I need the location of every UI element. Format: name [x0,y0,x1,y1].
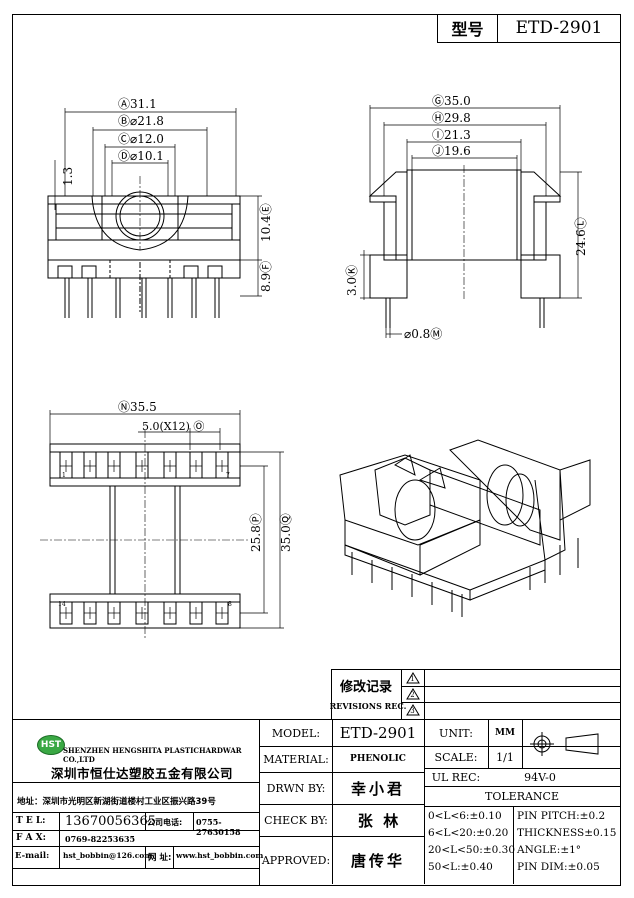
material-label: MATERIAL: [263,752,329,766]
unit-label: UNIT: [439,726,473,740]
email-value: hst_bobbin@126.com [63,851,153,860]
company-logo: HST [37,735,65,755]
tol-right-3: PIN DIM:±0.05 [517,861,600,873]
approved-value: 唐传华 [350,851,405,870]
dim-h: Ⓗ29.8 [432,111,471,125]
ul-value: 94V-0 [524,770,556,784]
dim-d: Ⓓ⌀10.1 [118,149,164,163]
triangle-icon [405,688,420,700]
triangle-icon [405,672,420,684]
dim-b: Ⓑ⌀21.8 [118,114,164,128]
dim-m: ⌀0.8Ⓜ [404,327,442,341]
company-block: HST SHENZHEN HENGSHITA PLASTICHARDWAR CO… [12,719,264,886]
dim-c: Ⓒ⌀12.0 [118,132,164,146]
ul-label: UL REC: [431,770,481,784]
approved-label: APPROVED: [261,853,331,867]
revision-mark-1: 1 [403,671,422,685]
web-label: 网 址: [148,853,172,863]
dim-n: Ⓝ35.5 [118,400,157,414]
projection-symbol-icon [530,732,599,756]
dim-1-3: 1.3 [61,167,75,186]
dim-l: 24.6Ⓛ [574,217,588,256]
model-value: ETD-2901 [339,724,417,742]
tol-right-2: ANGLE:±1° [517,844,582,856]
dim-g: Ⓖ35.0 [432,94,471,108]
tol-left-2: 20<L<50:±0.30 [428,844,516,856]
material-value: PHENOLIC [350,754,406,764]
scale-label: SCALE: [434,750,478,764]
tol-left-0: 0<L<6:±0.10 [428,810,502,822]
dim-a: Ⓐ31.1 [118,97,157,111]
revisions-subtitle: REVISIONS REC. [329,701,407,711]
dim-j: Ⓙ19.6 [432,144,471,158]
dim-e: 10.4Ⓔ [259,203,273,242]
revisions-block: 修改记录 REVISIONS REC. 1 2 3 [329,669,621,720]
company-name-cn: 深圳市恒仕达塑胶五金有限公司 [51,766,234,781]
company-tel-value: 0755-27630158 [196,817,241,837]
company-address: 地址：深圳市光明区新湖街道楼村工业区振兴路39号 [17,797,216,807]
fax-value: 0769-82253635 [65,834,136,844]
header-model-box: 型号 ETD-2901 [437,14,621,43]
tel-label: T E L: [16,816,46,826]
dim-o: 5.0(X12) Ⓞ [142,420,204,433]
pin-label-7: 7 [226,472,230,479]
dim-q: 35.0Ⓠ [279,513,293,552]
fax-label: F A X: [16,833,46,843]
revision-mark-3: 3 [403,703,422,717]
tol-right-0: PIN PITCH:±0.2 [517,810,606,822]
revision-mark-2: 2 [403,687,422,701]
tel-value: 13670056365 [65,814,156,829]
header-model-label: 型号 [438,14,498,42]
tol-right-1: THICKNESS±0.15 [517,827,617,839]
pin-label-1: 1 [62,472,66,479]
web-value: www.hst_bobbin.com [176,851,264,860]
revisions-title: 修改记录 [339,679,392,695]
email-label: E-mail: [15,851,50,861]
dim-i: Ⓘ21.3 [432,128,471,142]
dim-p: 25.8Ⓟ [249,513,263,552]
header-model-value: ETD-2901 [515,18,603,38]
tol-left-3: 50<L:±0.40 [428,861,493,873]
pin-label-8: 8 [228,601,232,608]
check-label: CHECK BY: [264,813,328,827]
scale-value: 1/1 [496,750,514,764]
dim-f: 8.9Ⓕ [259,261,273,292]
triangle-icon [405,704,420,716]
unit-value: MM [495,728,515,738]
pin-label-14: 14 [58,601,66,608]
check-value: 张 林 [357,811,399,830]
title-block: MODEL: ETD-2901 MATERIAL: PHENOLIC DRWN … [259,719,621,886]
tolerance-label: TOLERANCE [485,789,559,803]
drawn-label: DRWN BY: [266,781,326,795]
drawn-value: 幸小君 [350,779,405,798]
tol-left-1: 6<L<20:±0.20 [428,827,509,839]
company-tel-label: 公司电话: [147,818,183,827]
company-name-en: SHENZHEN HENGSHITA PLASTICHARDWAR CO.,LT… [63,746,242,764]
model-label: MODEL: [271,726,321,740]
dim-k: 3.0Ⓚ [345,265,359,296]
